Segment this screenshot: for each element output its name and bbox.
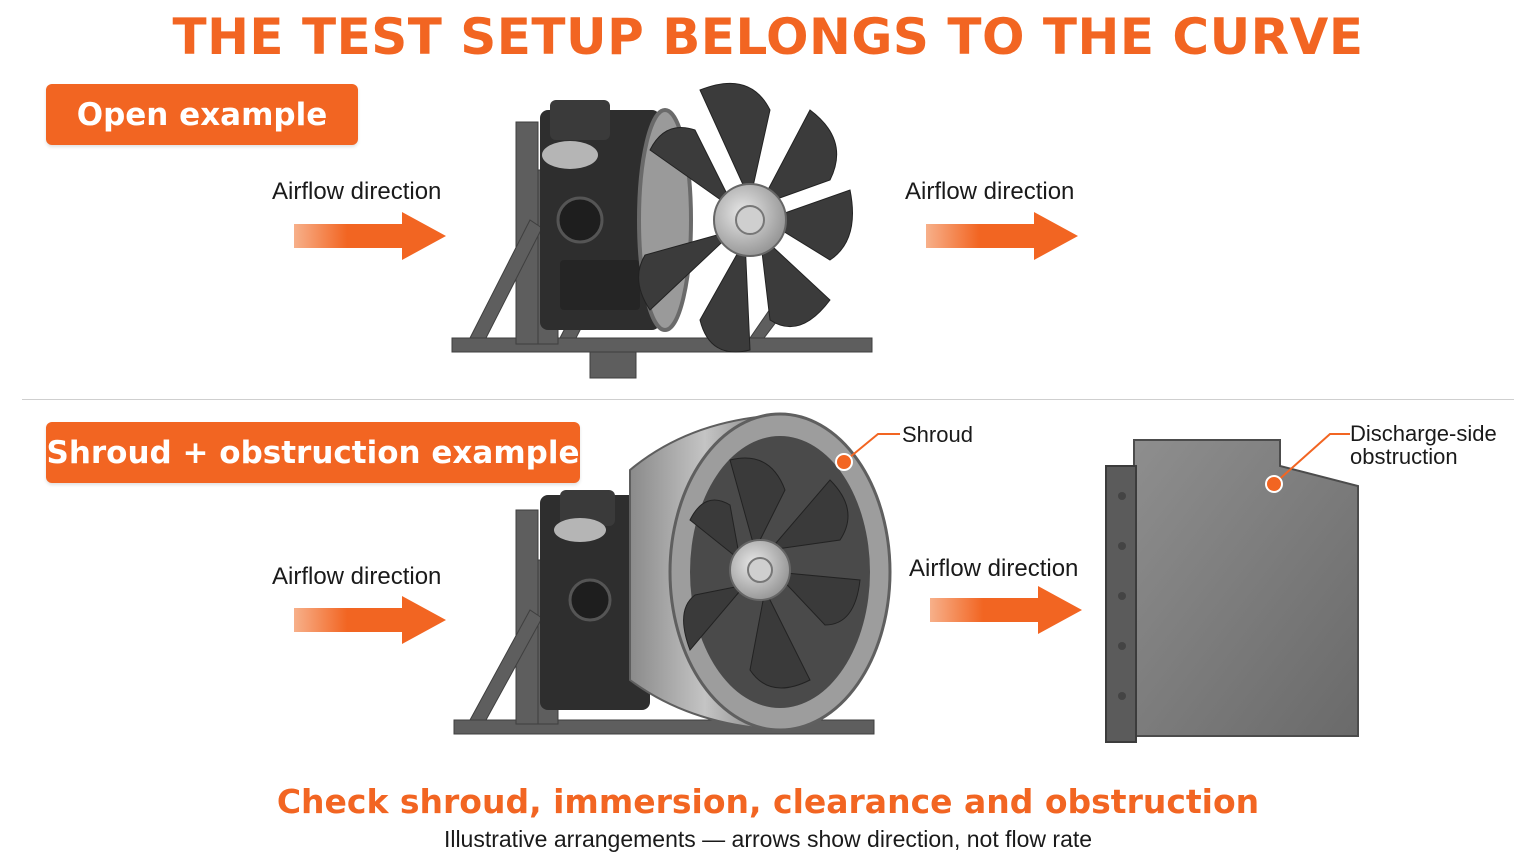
page-title: THE TEST SETUP BELONGS TO THE CURVE [172, 8, 1364, 66]
obstruction-callout-line2: obstruction [1350, 444, 1458, 469]
fan-blades-icon [638, 82, 853, 353]
obstruction-callout-leader [1265, 433, 1350, 493]
shrouded-fan-engine-illustration [453, 412, 892, 735]
shroud-callout-label: Shroud [902, 422, 973, 447]
bottom-inlet-airflow-label: Airflow direction [272, 563, 442, 590]
engine-icon [540, 490, 650, 710]
bottom-outlet-airflow-label: Airflow direction [909, 555, 1079, 582]
open-example-label: Open example [46, 84, 358, 145]
top-inlet-arrow [294, 212, 446, 260]
bottom-inlet-arrow [294, 596, 446, 644]
top-inlet-airflow-label: Airflow direction [272, 178, 442, 205]
fan-blades-icon [683, 457, 861, 689]
obstruction-callout-label: Discharge-side obstruction [1350, 422, 1497, 468]
top-outlet-arrow [926, 212, 1078, 260]
shroud-callout-leader [835, 433, 900, 471]
discharge-obstruction-block-illustration [1105, 439, 1359, 743]
open-fan-engine-illustration [451, 82, 873, 379]
footer-headline: Check shroud, immersion, clearance and o… [276, 782, 1260, 821]
engine-icon [540, 100, 660, 330]
bottom-outlet-arrow [930, 586, 1082, 634]
footer-note: Illustrative arrangements — arrows show … [443, 826, 1093, 852]
obstruction-callout-line1: Discharge-side [1350, 421, 1497, 446]
shroud-obstruction-example-label: Shroud + obstruction example [46, 422, 580, 483]
section-divider [22, 399, 1514, 400]
top-outlet-airflow-label: Airflow direction [905, 178, 1075, 205]
